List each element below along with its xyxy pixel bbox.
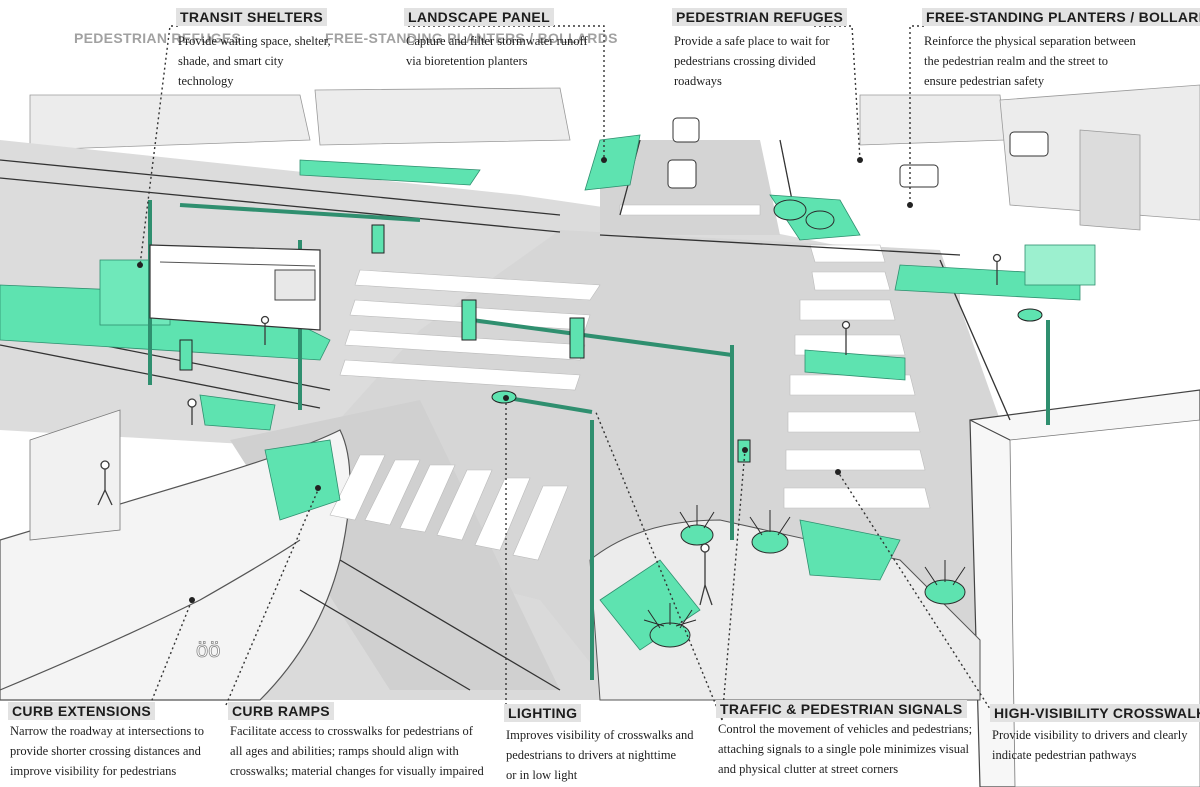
- label-title: LIGHTING: [504, 704, 582, 722]
- label-desc: Improves visibility of crosswalks and pe…: [506, 728, 694, 782]
- label-crosswalks: HIGH-VISIBILITY CROSSWALKS Provide visib…: [990, 704, 1200, 765]
- label-traffic-signals: TRAFFIC & PEDESTRIAN SIGNALS Control the…: [716, 700, 986, 779]
- label-title: LANDSCAPE PANEL: [404, 8, 554, 26]
- label-landscape-panel: LANDSCAPE PANEL Capture and filter storm…: [404, 8, 614, 71]
- leader-lines: [139, 25, 993, 721]
- label-title: PEDESTRIAN REFUGES: [672, 8, 848, 26]
- crosswalk-stripes: [329, 204, 931, 561]
- label-lighting: LIGHTING Improves visibility of crosswal…: [504, 704, 704, 785]
- planters: [649, 199, 966, 648]
- label-curb-extensions: CURB EXTENSIONS Narrow the roadway at in…: [8, 702, 223, 781]
- label-transit-shelters: TRANSIT SHELTERS Provide waiting space, …: [176, 8, 336, 91]
- label-title: CURB RAMPS: [228, 702, 334, 720]
- bus: [149, 244, 321, 331]
- label-desc: Reinforce the physical separation betwee…: [924, 34, 1136, 88]
- label-pedestrian-refuges: PEDESTRIAN REFUGES Provide a safe place …: [672, 8, 862, 91]
- label-desc: Narrow the roadway at intersections to p…: [10, 724, 205, 778]
- label-desc: Control the movement of vehicles and ped…: [718, 722, 973, 776]
- label-desc: Facilitate access to crosswalks for pede…: [230, 724, 484, 778]
- label-title: FREE-STANDING PLANTERS / BOLLARDS: [922, 8, 1200, 26]
- label-title: CURB EXTENSIONS: [8, 702, 156, 720]
- corner-building: [969, 389, 1200, 787]
- label-free-standing-planters: FREE-STANDING PLANTERS / BOLLARDS Reinfo…: [922, 8, 1200, 91]
- pedestrians: [97, 253, 1002, 606]
- label-desc: Provide a safe place to wait for pedestr…: [674, 34, 830, 88]
- ghost-label-refuges: PEDESTRIAN REFUGES: [74, 30, 242, 46]
- label-desc: Provide waiting space, shelter, shade, a…: [178, 34, 331, 88]
- label-desc: Provide visibility to drivers and clearl…: [992, 728, 1188, 762]
- bike-lane-marking: öö: [196, 637, 220, 662]
- ghost-label-free-standing: FREE-STANDING PLANTERS / BOLLARDS: [325, 30, 618, 46]
- label-title: TRANSIT SHELTERS: [176, 8, 327, 26]
- background-buildings: [29, 84, 1200, 231]
- label-title: HIGH-VISIBILITY CROSSWALKS: [990, 704, 1200, 722]
- label-curb-ramps: CURB RAMPS Facilitate access to crosswal…: [228, 702, 498, 781]
- label-title: TRAFFIC & PEDESTRIAN SIGNALS: [716, 700, 967, 718]
- label-desc: Capture and filter stormwater runoff via…: [406, 34, 588, 68]
